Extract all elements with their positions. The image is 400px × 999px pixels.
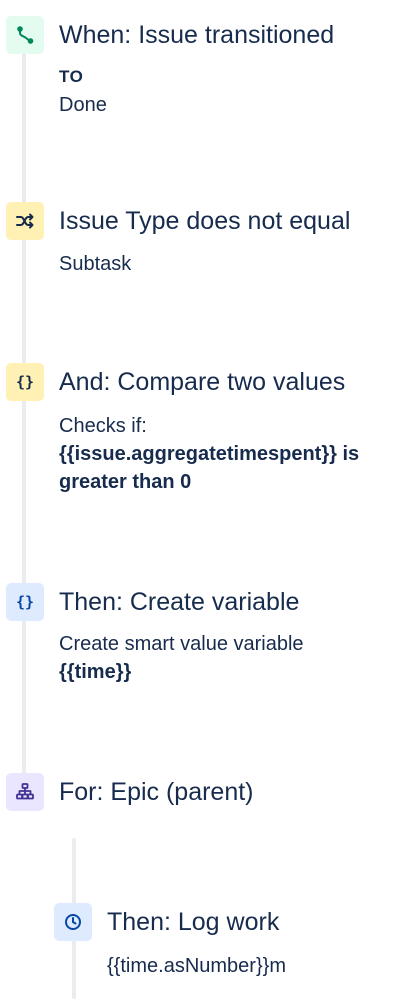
shuffle-icon <box>6 202 44 240</box>
log-work-value: {{time.asNumber}}m <box>107 955 286 977</box>
issue-type-condition-value: Subtask <box>59 253 132 275</box>
log-work-title: Then: Log work <box>107 908 280 936</box>
create-variable-action-component[interactable]: {} Then: Create variable Create smart va… <box>6 583 400 686</box>
trigger-field-label: TO <box>59 67 84 86</box>
epic-branch-component[interactable]: For: Epic (parent) <box>6 773 400 813</box>
compare-values-condition-component[interactable]: {} And: Compare two values Checks if: {{… <box>6 363 400 496</box>
create-variable-title: Then: Create variable <box>59 588 300 616</box>
create-variable-description: Create smart value variable <box>59 633 304 655</box>
branch-title: For: Epic (parent) <box>59 778 254 806</box>
rule-timeline-rail <box>22 40 26 800</box>
trigger-component[interactable]: When: Issue transitioned TO Done <box>6 16 400 119</box>
clock-icon <box>54 903 92 941</box>
log-work-action-component[interactable]: Then: Log work {{time.asNumber}}m <box>54 903 400 980</box>
issue-type-condition-title: Issue Type does not equal <box>59 207 351 235</box>
create-variable-name: {{time}} <box>59 661 132 683</box>
compare-condition-expression: {{issue.aggregatetimespent}} is greater … <box>59 443 360 493</box>
branch-icon <box>6 16 44 54</box>
hierarchy-icon <box>6 773 44 811</box>
trigger-title: When: Issue transitioned <box>59 21 335 49</box>
braces-icon: {} <box>6 583 44 621</box>
braces-icon: {} <box>6 363 44 401</box>
trigger-field-value: Done <box>59 94 107 116</box>
compare-condition-title: And: Compare two values <box>59 368 346 396</box>
compare-condition-prefix: Checks if: <box>59 415 147 437</box>
issue-type-condition-component[interactable]: Issue Type does not equal Subtask <box>6 202 400 278</box>
